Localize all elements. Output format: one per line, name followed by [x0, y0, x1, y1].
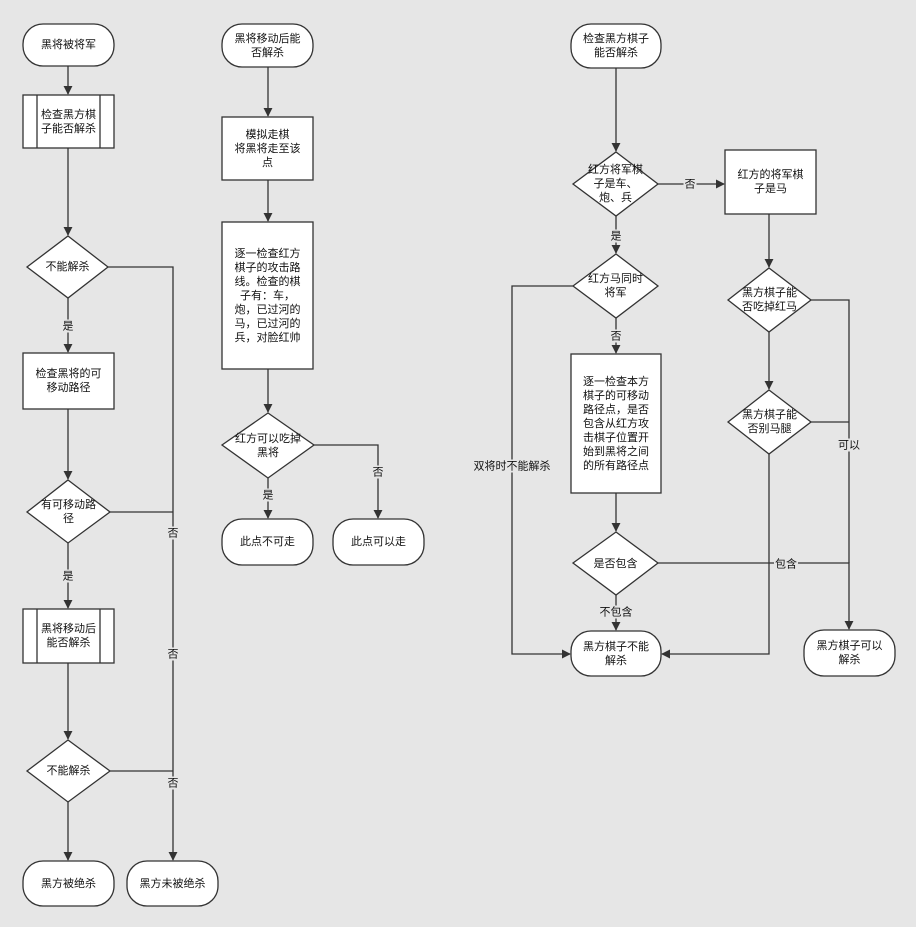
node-red-can-capture: 红方可以吃掉 黑将	[235, 431, 301, 459]
node-simulate-move: 模拟走棋 将黑将走至该 点	[234, 127, 301, 169]
node-red-horse-double: 红方马同时 将军	[588, 272, 643, 299]
edge-label-can: 可以	[837, 438, 861, 452]
edge-label-double-check: 双将时不能解杀	[472, 459, 552, 473]
node-not-checkmated: 黑方未被绝杀	[139, 876, 206, 890]
edge-label-yes: 是	[609, 229, 623, 243]
node-black-cannot-resolve: 黑方棋子不能 解杀	[583, 639, 649, 667]
node-cannot-resolve-2: 不能解杀	[46, 764, 91, 777]
edge-label-no: 否	[683, 177, 697, 191]
process-m3	[221, 221, 314, 370]
process-m2	[221, 116, 314, 181]
node-capture-horse: 黑方棋子能 否吃掉红马	[742, 286, 797, 313]
node-check-king-paths: 检查黑将的可 移动路径	[35, 367, 102, 394]
node-checker-is-horse: 红方的将军棋 子是马	[737, 168, 804, 195]
node-check-in-check: 黑将被将军	[41, 38, 96, 51]
edge-label-no: 否	[166, 647, 180, 661]
edge-label-yes: 是	[261, 488, 275, 502]
node-contains: 是否包含	[593, 556, 638, 570]
node-black-can-resolve: 黑方棋子可以 解杀	[816, 639, 883, 666]
subprocess-n2	[22, 94, 115, 149]
edge-label-no: 否	[166, 776, 180, 790]
terminal-m5	[221, 518, 314, 566]
node-check-red-attacks: 逐一检查红方 棋子的攻击路 线。检查的棋 子有：车， 炮，已过河的 马，已过河的…	[234, 246, 301, 344]
node-checkmated: 黑方被绝杀	[41, 876, 96, 890]
process-n4	[22, 352, 115, 410]
node-king-move-resolve: 黑将移动后 能否解杀	[41, 622, 96, 649]
edge-label-not-contain: 不包含	[598, 605, 634, 619]
node-black-pieces-start: 检查黑方棋子 能否解杀	[583, 32, 649, 59]
node-cannot-resolve-1: 不能解杀	[45, 260, 90, 273]
edge-label-yes: 是	[61, 569, 75, 583]
node-king-move-start: 黑将移动后能 否解杀	[234, 31, 301, 59]
node-has-move-path: 有可移动路 径	[41, 497, 96, 525]
edge-label-yes: 是	[61, 319, 75, 333]
node-check-black-pieces: 检查黑方棋 子能否解杀	[41, 107, 96, 135]
node-red-checker-type: 红方将军棋 子是车、 炮、兵	[588, 163, 643, 204]
node-check-block-paths: 逐一检查本方 棋子的可移动 路径点，是否 包含从红方攻 击棋子位置开 始到黑将之…	[583, 374, 649, 472]
terminal-r10	[803, 629, 896, 677]
terminal-n9	[126, 860, 219, 907]
connectors	[63, 66, 854, 861]
process-r4	[570, 353, 662, 494]
edge-label-no: 否	[166, 526, 180, 540]
process-r7	[724, 149, 817, 215]
terminal-m6	[332, 518, 425, 566]
node-point-ok: 此点可以走	[351, 535, 406, 548]
edge-label-no: 否	[371, 465, 385, 479]
node-block-horse-leg: 黑方棋子能 否别马腿	[742, 408, 797, 435]
node-point-blocked: 此点不可走	[240, 535, 295, 548]
edge-label-contain: 包含	[774, 557, 798, 571]
terminal-n8	[22, 860, 115, 907]
edge-label-no: 否	[609, 329, 623, 343]
terminal-r6	[570, 630, 662, 677]
